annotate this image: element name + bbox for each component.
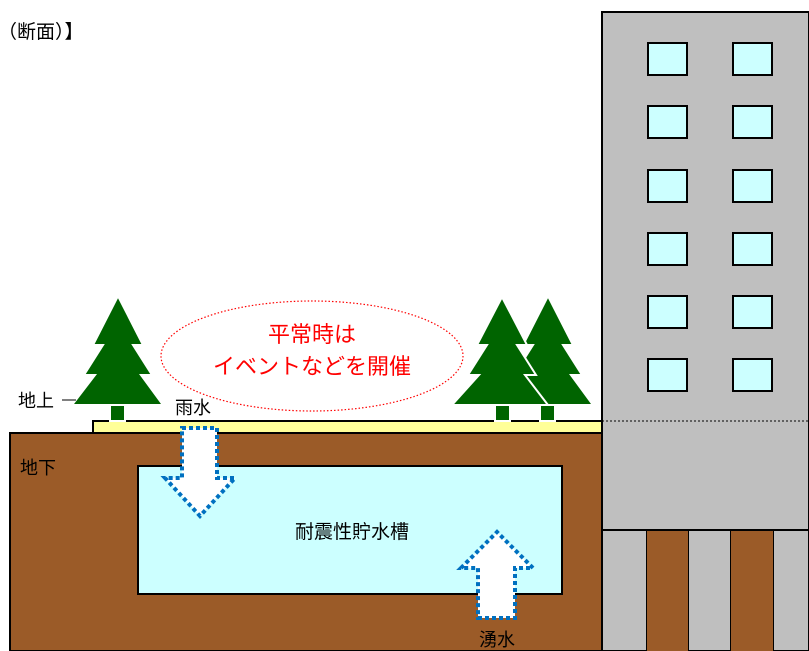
building-window bbox=[647, 232, 688, 266]
surface-plaza bbox=[92, 420, 603, 434]
building-pillar bbox=[687, 529, 732, 651]
label-tank: 耐震性貯水槽 bbox=[295, 521, 409, 543]
building-window bbox=[647, 169, 688, 203]
building-window bbox=[732, 169, 773, 203]
event-text-line1: 平常時は bbox=[268, 323, 356, 348]
building-pillar bbox=[772, 529, 809, 651]
building-window bbox=[647, 295, 688, 329]
building-windows bbox=[647, 42, 773, 392]
building-window bbox=[732, 358, 773, 392]
building bbox=[601, 11, 809, 651]
label-ground-below: 地下 bbox=[20, 458, 56, 479]
tree-icon bbox=[449, 294, 551, 422]
building-window bbox=[732, 42, 773, 76]
event-bubble bbox=[160, 300, 464, 412]
label-ground-above: 地上 bbox=[18, 391, 54, 412]
event-text-line2: イベントなどを開催 bbox=[213, 355, 411, 380]
building-window bbox=[647, 358, 688, 392]
rain-arrow-icon bbox=[160, 426, 240, 519]
building-window bbox=[732, 295, 773, 329]
label-rain: 雨水 bbox=[175, 398, 211, 419]
building-pillar bbox=[601, 529, 648, 651]
spring-water-arrow-icon bbox=[456, 529, 538, 620]
tree-foliage bbox=[449, 294, 551, 406]
tree-icon bbox=[69, 293, 165, 422]
building-window bbox=[647, 42, 688, 76]
building-window bbox=[732, 105, 773, 139]
soil-between-pillars bbox=[647, 531, 688, 651]
building-window bbox=[647, 105, 688, 139]
building-body bbox=[601, 11, 809, 531]
building-window bbox=[732, 232, 773, 266]
label-spring-water: 湧水 bbox=[479, 630, 515, 651]
tree-foliage bbox=[69, 293, 165, 406]
soil-between-pillars bbox=[731, 531, 773, 651]
diagram-title: （断面）】 bbox=[0, 21, 84, 43]
